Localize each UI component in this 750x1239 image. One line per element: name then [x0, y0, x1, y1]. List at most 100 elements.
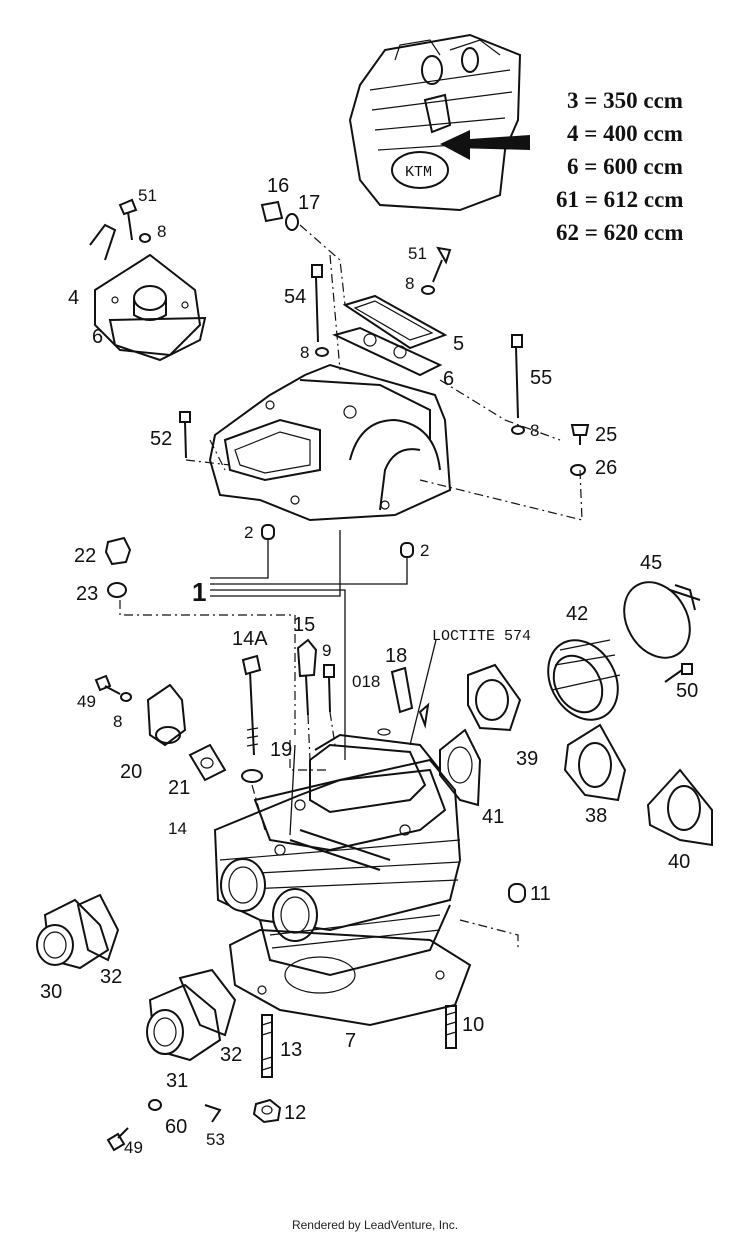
- part-valve-cover-small: [89, 223, 207, 362]
- label-45: 45: [640, 552, 662, 574]
- part-washer-60: [148, 1099, 162, 1111]
- label-60: 60: [165, 1116, 187, 1138]
- label-15: 15: [293, 614, 315, 636]
- label-2: 2: [244, 523, 253, 542]
- footer-credit: Rendered by LeadVenture, Inc.: [291, 1218, 459, 1232]
- label-52: 52: [150, 428, 172, 450]
- part-camshaft-housing: [208, 363, 452, 522]
- part-bolt-50: [664, 663, 693, 683]
- label-5: 5: [453, 333, 464, 355]
- legend-row-4: 61 = 612 ccm: [556, 187, 683, 212]
- leader-lines: [210, 530, 437, 836]
- label-31: 31: [166, 1070, 188, 1092]
- label-14: 14: [168, 819, 187, 838]
- label-25: 25: [595, 424, 617, 446]
- part-gasket-32-right: [178, 968, 237, 1037]
- label-49: 49: [124, 1138, 143, 1157]
- label-12: 12: [284, 1102, 306, 1124]
- part-valve-guide-18: [377, 666, 430, 736]
- part-stud-15: [296, 638, 318, 716]
- loctite-note: LOCTITE 574: [432, 628, 531, 645]
- label-16: 16: [267, 175, 289, 197]
- label-55: 55: [530, 367, 552, 389]
- label-018: 018: [352, 672, 380, 691]
- label-54: 54: [284, 286, 306, 308]
- location-arrow-icon: [455, 135, 530, 150]
- part-flange-39: [467, 663, 522, 732]
- legend-row-5: 62 = 620 ccm: [556, 220, 683, 245]
- part-stud-10: [445, 1005, 457, 1049]
- part-nut-11: [508, 883, 526, 903]
- label-32: 32: [220, 1044, 242, 1066]
- part-dowel-2-left: [261, 524, 275, 540]
- part-exhaust-flange-31: [146, 983, 222, 1062]
- part-plug-22: [104, 536, 132, 598]
- part-gasket-41: [439, 728, 482, 807]
- assembly-guide-lines: [119, 224, 583, 950]
- label-30: 30: [40, 981, 62, 1003]
- label-32: 32: [100, 966, 122, 988]
- part-plug-16: [260, 200, 299, 231]
- part-bolt-49-lower: [106, 1127, 129, 1152]
- label-19: 19: [270, 739, 292, 761]
- label-39: 39: [516, 748, 538, 770]
- part-bolt-55: [511, 334, 525, 435]
- label-40: 40: [668, 851, 690, 873]
- legend-row-2: 4 = 400 ccm: [567, 121, 683, 146]
- label-42: 42: [566, 603, 588, 625]
- part-cylinder-head: [213, 733, 462, 977]
- label-8: 8: [300, 343, 309, 362]
- label-53: 53: [206, 1130, 225, 1149]
- label-50: 50: [676, 680, 698, 702]
- label-38: 38: [585, 805, 607, 827]
- label-18: 18: [385, 645, 407, 667]
- part-clamp-45: [623, 581, 701, 659]
- part-flange-38: [563, 723, 627, 802]
- label-6: 6: [92, 326, 103, 348]
- part-fitting-20: [146, 683, 187, 747]
- label-51: 51: [408, 244, 427, 263]
- part-clip-53: [204, 1104, 222, 1123]
- part-intake-rubber-42: [547, 639, 621, 721]
- label-8: 8: [530, 421, 539, 440]
- part-exhaust-flange-30: [36, 898, 110, 970]
- label-21: 21: [168, 777, 190, 799]
- label-10: 10: [462, 1014, 484, 1036]
- part-gasket-21: [188, 743, 227, 782]
- label-20: 20: [120, 761, 142, 783]
- part-bolt-51-left: [118, 198, 151, 243]
- part-bolt-52: [179, 411, 191, 459]
- label-41: 41: [482, 806, 504, 828]
- part-nut-12: [252, 1098, 282, 1124]
- part-bolt-54: [311, 264, 329, 357]
- part-bolt-25: [570, 424, 590, 476]
- label-26: 26: [595, 457, 617, 479]
- part-cover-plate-5: [332, 294, 448, 377]
- part-stud-9: [323, 664, 335, 713]
- label-6: 6: [443, 368, 454, 390]
- label-22: 22: [74, 545, 96, 567]
- displacement-legend: 3 = 350 ccm 4 = 400 ccm 6 = 600 ccm 61 =…: [556, 88, 683, 245]
- label-51: 51: [138, 186, 157, 205]
- label-1: 1: [192, 577, 206, 607]
- label-13: 13: [280, 1039, 302, 1061]
- part-stud-13: [261, 1014, 273, 1078]
- part-gasket-32-left: [76, 893, 120, 962]
- label-7: 7: [345, 1030, 356, 1052]
- label-8: 8: [157, 222, 166, 241]
- label-49: 49: [77, 692, 96, 711]
- label-14a: 14A: [232, 628, 268, 650]
- label-4: 4: [68, 287, 79, 309]
- label-8: 8: [405, 274, 414, 293]
- label-17: 17: [298, 192, 320, 214]
- legend-row-3: 6 = 600 ccm: [567, 154, 683, 179]
- label-2: 2: [420, 541, 429, 560]
- part-bolt-51-right: [421, 246, 452, 295]
- part-dowel-2-right: [400, 542, 414, 558]
- ktm-logo-mark: KTM: [405, 164, 432, 181]
- label-23: 23: [76, 583, 98, 605]
- part-flange-40: [646, 768, 713, 847]
- label-9: 9: [322, 641, 331, 660]
- part-bolt-14a: [241, 654, 263, 783]
